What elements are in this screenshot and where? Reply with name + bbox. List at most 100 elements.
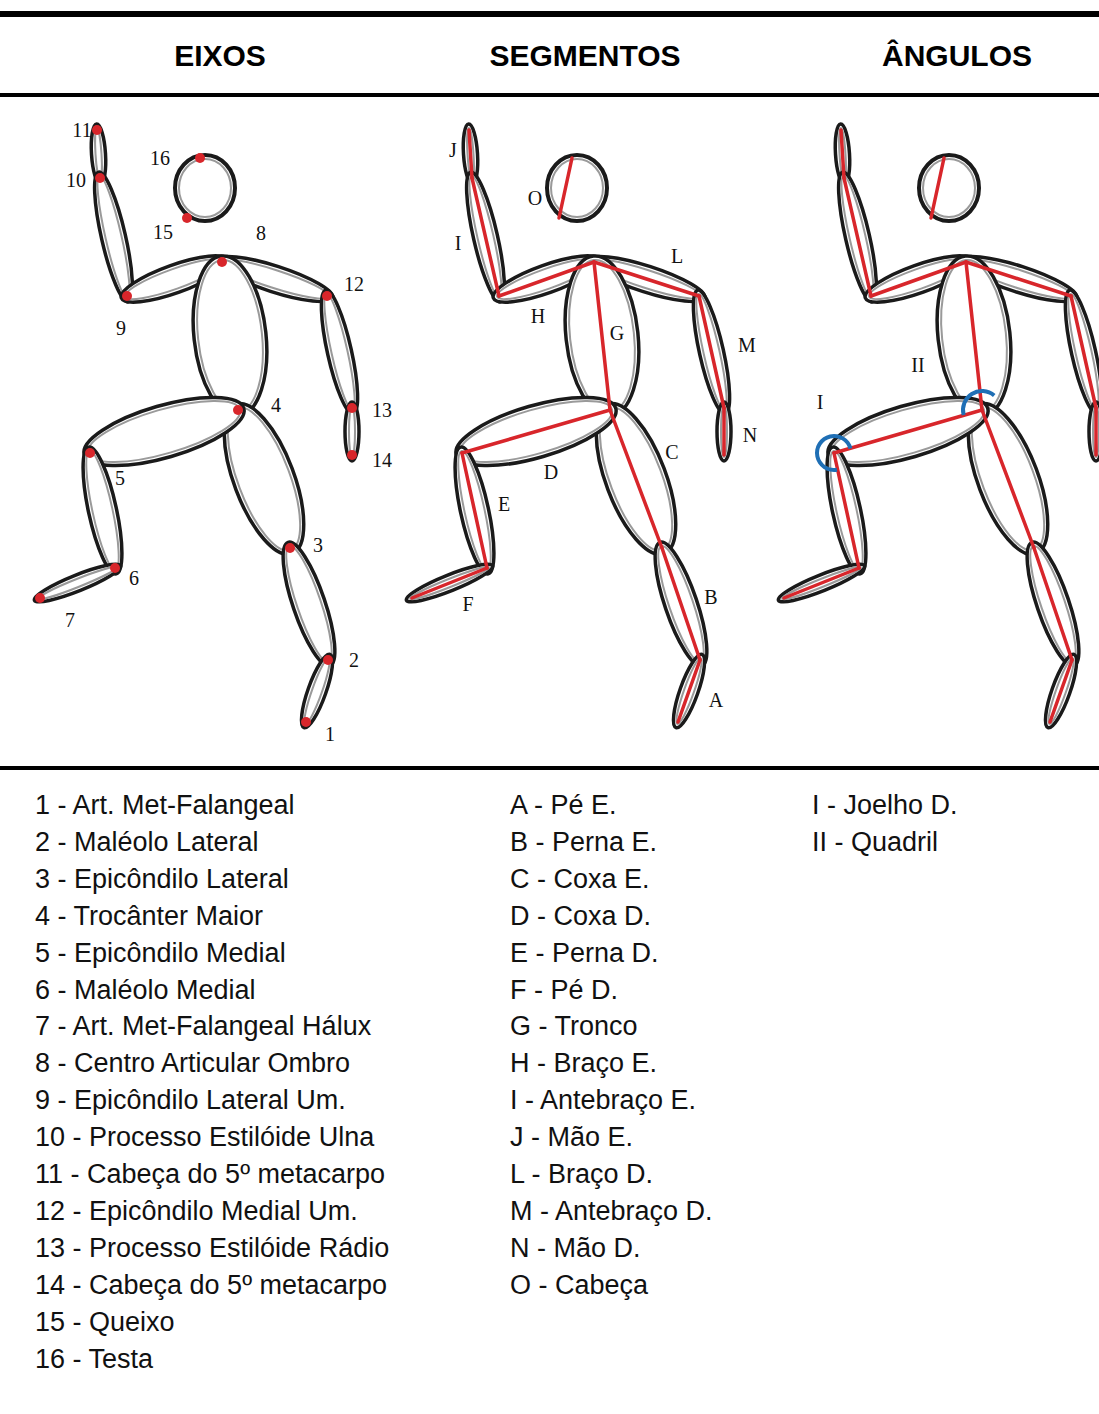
- segment-outline: [314, 288, 365, 417]
- key-entry: B - Perna E.: [510, 828, 657, 858]
- segment-outline: [819, 444, 874, 577]
- segment-shade: [80, 449, 125, 572]
- segment-shade: [82, 388, 246, 474]
- segment-shade: [824, 449, 869, 572]
- segment-outline: [1058, 288, 1099, 417]
- key-entry: 16 - Testa: [35, 1345, 153, 1375]
- landmark-dot: [347, 403, 357, 413]
- key-entry: D - Coxa D.: [510, 902, 651, 932]
- key-entry: 12 - Epicôndilo Medial Um.: [35, 1197, 358, 1227]
- segment-line: [722, 408, 726, 455]
- rule-line: [0, 93, 1099, 97]
- key-entry: 11 - Cabeça do 5º metacarpo: [35, 1160, 385, 1190]
- body-segment: [314, 288, 365, 417]
- landmark-dot: [35, 593, 45, 603]
- segment-shade: [37, 564, 119, 603]
- key-entry: 5 - Epicôndilo Medial: [35, 939, 286, 969]
- landmark-dot: [195, 153, 205, 163]
- body-segment: [1058, 288, 1099, 417]
- rule-line: [0, 766, 1099, 770]
- key-entry: A - Pé E.: [510, 791, 617, 821]
- head-outline: [919, 155, 979, 221]
- body-segment: [819, 444, 874, 577]
- landmark-dot: [217, 257, 227, 267]
- body-segment: [686, 288, 737, 417]
- key-entry: J - Mão E.: [510, 1123, 633, 1153]
- key-entry: L - Braço D.: [510, 1160, 653, 1190]
- segment-letter: D: [544, 461, 558, 483]
- body-segment: [775, 558, 867, 607]
- segment-shade: [673, 656, 706, 725]
- landmark-dot: [85, 448, 95, 458]
- segment-shade: [650, 542, 712, 665]
- segment-outline: [645, 537, 717, 671]
- segment-line: [1071, 296, 1096, 408]
- segment-line: [610, 410, 662, 548]
- body-segment: [31, 558, 123, 607]
- segment-outline: [930, 252, 1019, 420]
- key-entry: 9 - Epicôndilo Lateral Um.: [35, 1086, 346, 1116]
- segment-line: [662, 548, 700, 660]
- landmark-dot: [322, 291, 332, 301]
- callout-number: 7: [65, 609, 75, 631]
- key-entry: 7 - Art. Met-Falangeal Hálux: [35, 1013, 371, 1043]
- body-segment: [273, 537, 345, 671]
- key-entry: 2 - Maléolo Lateral: [35, 828, 259, 858]
- callout-number: 6: [129, 567, 139, 589]
- segment-line: [594, 262, 699, 296]
- segment-letter: L: [671, 245, 683, 267]
- segment-outline: [1017, 537, 1089, 671]
- segment-shade: [301, 656, 334, 725]
- segment-line: [966, 262, 982, 410]
- segment-line: [834, 453, 859, 568]
- segment-letter: J: [449, 139, 457, 161]
- callout-number: 4: [271, 394, 281, 416]
- key-entry: C - Coxa E.: [510, 865, 650, 895]
- segment-line: [1034, 548, 1072, 660]
- landmark-dot: [110, 563, 120, 573]
- segment-shade: [781, 564, 863, 603]
- landmark-dot: [95, 173, 105, 183]
- segment-line: [594, 262, 610, 410]
- segment-shade: [562, 257, 642, 416]
- segment-letter: G: [610, 322, 624, 344]
- segment-outline: [186, 252, 275, 420]
- angle-number: I: [817, 391, 824, 413]
- segment-line: [559, 158, 572, 218]
- segment-outline: [403, 558, 495, 607]
- segment-shade: [349, 406, 355, 457]
- segment-letter: M: [738, 334, 756, 356]
- key-entry: I - Antebraço E.: [510, 1086, 696, 1116]
- key-entry: G - Tronco: [510, 1013, 638, 1043]
- segment-line: [844, 178, 871, 296]
- segment-line: [982, 410, 1034, 548]
- stick-figure: [775, 124, 1099, 731]
- segment-outline: [717, 402, 731, 461]
- body-segment: [345, 402, 359, 461]
- segment-shade: [1022, 542, 1084, 665]
- body-segment: [1089, 402, 1099, 461]
- body-segment: [1017, 537, 1089, 671]
- segment-line: [1094, 408, 1098, 455]
- segment-outline: [1089, 402, 1099, 461]
- segment-outline: [686, 288, 737, 417]
- callout-number: 9: [116, 317, 126, 339]
- key-entry: 14 - Cabeça do 5º metacarpo: [35, 1271, 387, 1301]
- callout-number: 11: [72, 119, 91, 141]
- landmark-dot: [323, 655, 333, 665]
- segment-line: [472, 178, 499, 296]
- head-outline: [175, 155, 235, 221]
- segment-shade: [278, 542, 340, 665]
- body-segment: [1040, 651, 1083, 730]
- key-entry: F - Pé D.: [510, 976, 618, 1006]
- head-shade: [551, 159, 603, 217]
- key-entry: 13 - Processo Estilóide Rádio: [35, 1234, 389, 1264]
- segment-letter: A: [709, 689, 723, 711]
- segment-outline: [558, 252, 647, 420]
- segment-shade: [836, 174, 879, 299]
- segment-outline: [447, 444, 502, 577]
- landmark-dot: [182, 213, 192, 223]
- segment-letter: I: [455, 232, 462, 254]
- callout-number: 10: [66, 169, 86, 191]
- segment-line: [699, 296, 724, 408]
